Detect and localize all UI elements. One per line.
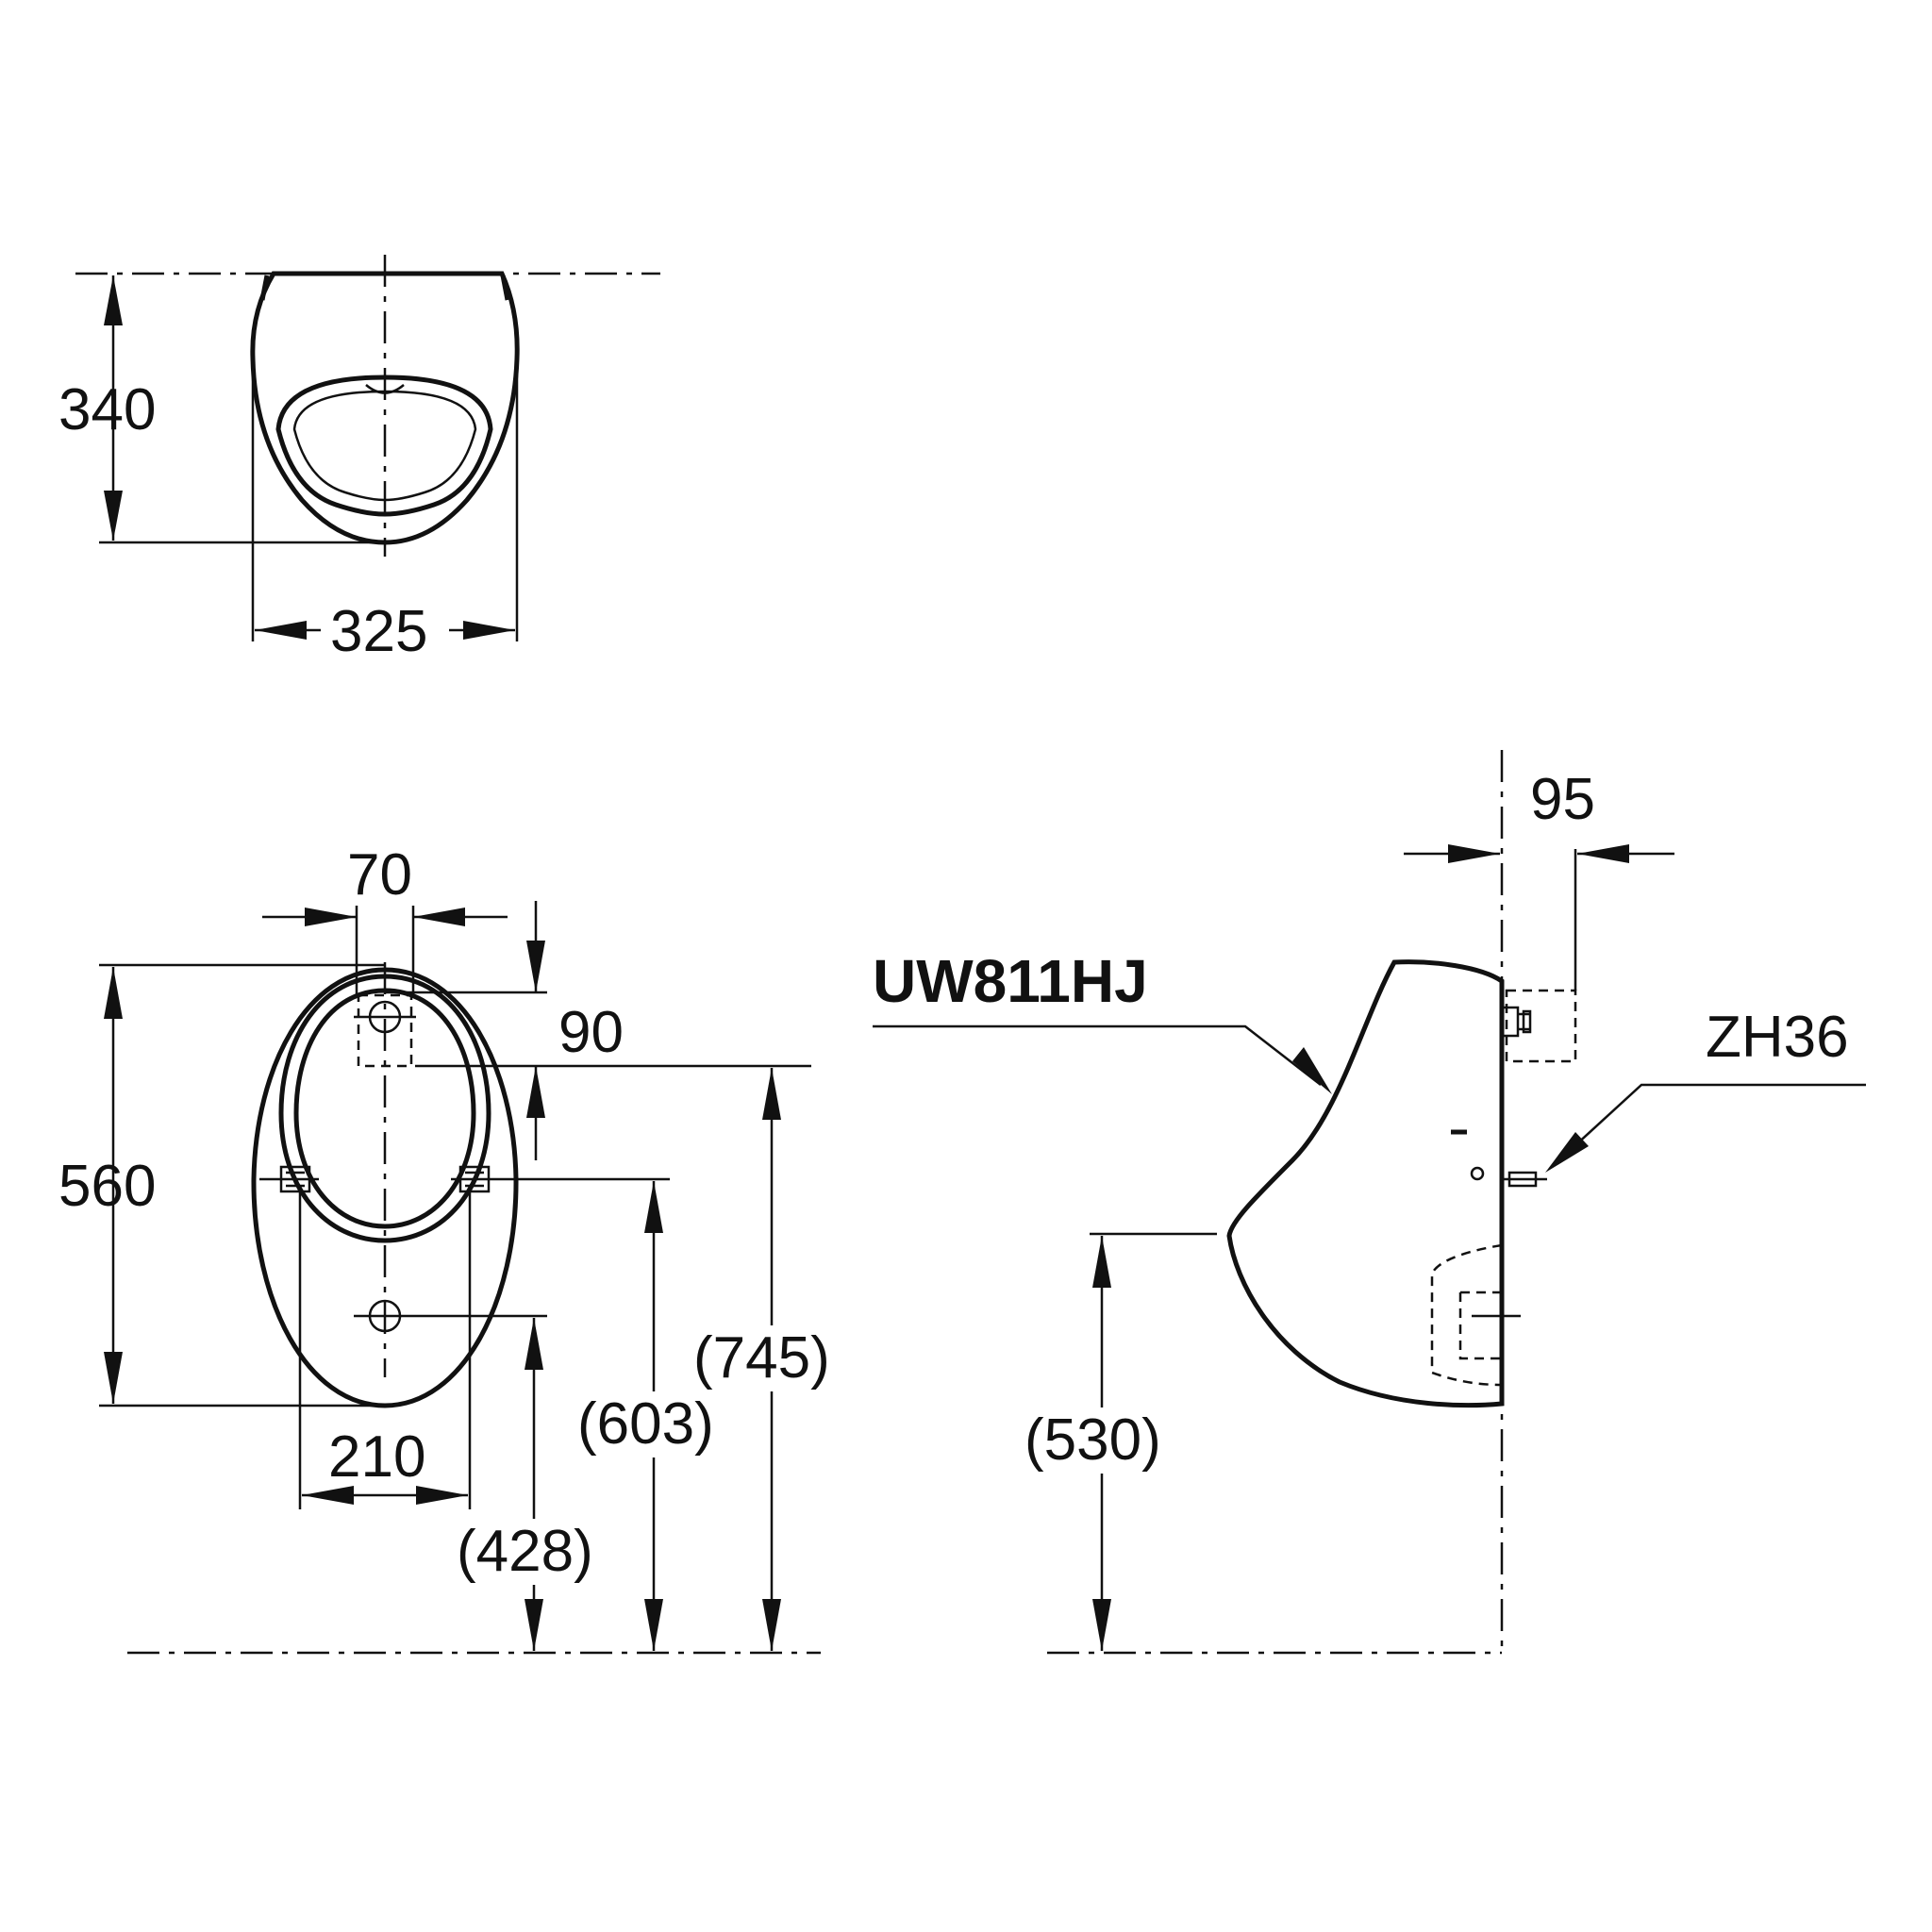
dim-603: (603) xyxy=(577,1391,714,1457)
front-view: 70 90 560 210 (428) (603) (745 xyxy=(58,842,846,1655)
top-view-bowl-outline xyxy=(250,271,520,545)
top-view-basin xyxy=(275,375,493,517)
dim-70: 70 xyxy=(347,842,412,908)
dim-325: 325 xyxy=(330,599,427,664)
dim-428: (428) xyxy=(457,1519,593,1584)
dim-90: 90 xyxy=(558,1000,624,1065)
dim-745: (745) xyxy=(693,1325,830,1391)
top-view: 340 325 xyxy=(58,255,660,664)
side-view-body-outline xyxy=(1226,959,1505,1408)
dim-95: 95 xyxy=(1530,767,1595,832)
dim-560: 560 xyxy=(58,1154,156,1219)
front-view-rim xyxy=(278,974,491,1243)
right-bracket xyxy=(451,1165,510,1193)
dim-340: 340 xyxy=(58,377,156,442)
model-label: UW811HJ xyxy=(873,947,1148,1015)
dim-210: 210 xyxy=(328,1424,425,1490)
part-label-zh36: ZH36 xyxy=(1706,1005,1849,1070)
side-view: 95 (530) UW811HJ ZH36 xyxy=(873,750,1866,1655)
dim-530: (530) xyxy=(1024,1407,1161,1473)
left-bracket xyxy=(259,1165,319,1193)
